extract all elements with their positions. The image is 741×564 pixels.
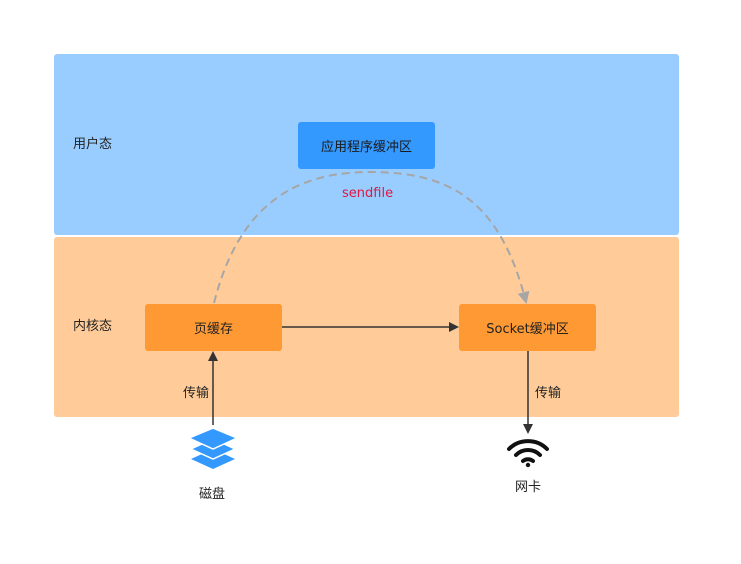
socket-buffer-box: Socket缓冲区	[459, 304, 596, 351]
layers-stack-icon	[187, 427, 240, 477]
kernel-space-label: 内核态	[73, 319, 113, 334]
app-buffer-box: 应用程序缓冲区	[298, 122, 435, 169]
disk-label: 磁盘	[199, 487, 226, 502]
nic-label: 网卡	[515, 480, 542, 495]
page-cache-box: 页缓存	[145, 304, 282, 351]
app-buffer-label: 应用程序缓冲区	[320, 140, 412, 155]
sendfile-label: sendfile	[342, 186, 394, 201]
user-space-label: 用户态	[73, 137, 113, 152]
page-cache-label: 页缓存	[193, 322, 233, 337]
wifi-icon	[506, 438, 550, 468]
transfer-label-left: 传输	[183, 386, 210, 401]
transfer-label-right: 传输	[535, 386, 562, 401]
socket-buffer-label: Socket缓冲区	[486, 322, 569, 337]
